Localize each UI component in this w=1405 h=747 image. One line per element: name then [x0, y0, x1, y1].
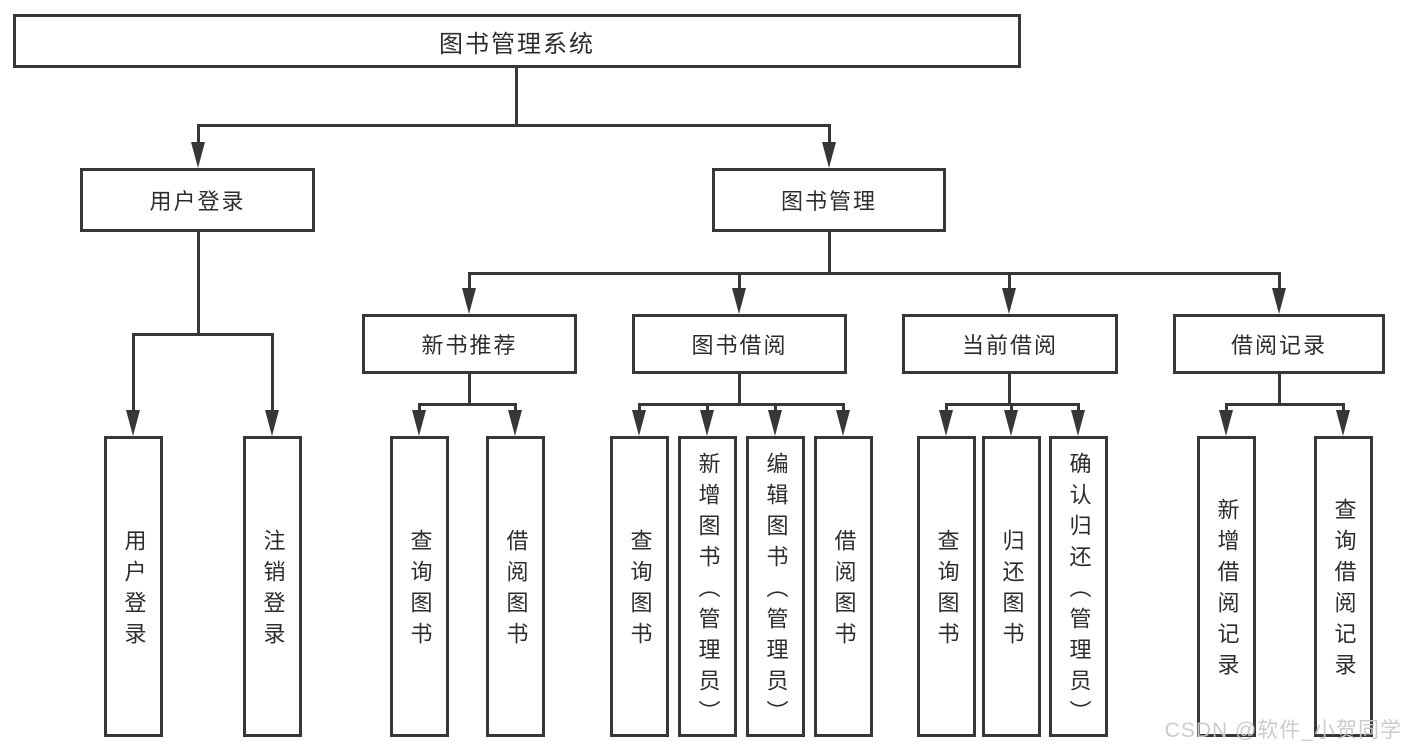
connector-drop-user-login	[197, 124, 200, 146]
csdn-watermark: CSDN @软件_小贺同学	[1164, 719, 1402, 742]
node-leaf-logout-label: 注销登录	[260, 529, 286, 653]
node-leaf-bb-add-books-admin: 新增图书（管理员）	[678, 436, 737, 737]
node-leaf-cl-query-books-label: 查询图书	[934, 529, 960, 653]
node-book-management: 图书管理	[712, 168, 946, 232]
node-leaf-nb-borrow-books-label: 借阅图书	[503, 529, 529, 653]
connector-new-books-rail	[418, 403, 517, 406]
connector-drop-cl-return	[1010, 403, 1013, 413]
connector-drop-borrowing	[738, 272, 741, 292]
node-leaf-cl-return-books-label: 归还图书	[999, 529, 1025, 653]
arrowhead-bb-borrow	[836, 410, 850, 436]
arrowhead-book-mgmt	[822, 142, 836, 168]
node-book-management-label: 图书管理	[780, 189, 877, 214]
arrowhead-cl-confirm	[1071, 410, 1085, 436]
node-leaf-nb-query-books: 查询图书	[390, 436, 449, 737]
node-new-book-recommend: 新书推荐	[362, 314, 577, 374]
arrowhead-user-login	[191, 142, 205, 168]
arrowhead-cl-return	[1004, 410, 1018, 436]
connector-drop-bb-edit	[774, 403, 777, 413]
arrowhead-bb-query	[632, 410, 646, 436]
connector-current-drop	[1008, 374, 1011, 405]
connector-drop-bb-add	[706, 403, 709, 413]
node-leaf-cl-confirm-return-admin: 确认归还（管理员）	[1049, 436, 1108, 737]
connector-user-login-rail	[133, 333, 274, 336]
node-leaf-nb-borrow-books: 借阅图书	[486, 436, 545, 737]
arrowhead-bb-add	[700, 410, 714, 436]
connector-drop-bb-query	[638, 403, 641, 413]
node-leaf-lr-query-record-label: 查询借阅记录	[1331, 498, 1357, 684]
node-leaf-bb-edit-books-admin-label: 编辑图书（管理员）	[763, 451, 789, 731]
node-book-borrowing-label: 图书借阅	[691, 333, 788, 358]
connector-records-rail	[1225, 403, 1345, 406]
connector-drop-nb-query	[418, 403, 421, 413]
node-leaf-nb-query-books-label: 查询图书	[407, 529, 433, 653]
node-current-loans-label: 当前借阅	[961, 333, 1058, 358]
connector-level2-rail	[197, 124, 831, 127]
node-leaf-cl-query-books: 查询图书	[917, 436, 976, 737]
node-user-login-label: 用户登录	[149, 189, 246, 214]
arrowhead-bb-edit	[768, 410, 782, 436]
connector-level3-rail	[468, 272, 1281, 275]
connector-borrowing-rail	[638, 403, 845, 406]
node-leaf-bb-query-books: 查询图书	[610, 436, 669, 737]
connector-drop-cl-query	[945, 403, 948, 413]
node-user-login: 用户登录	[80, 168, 315, 232]
connector-drop-loan-records	[1278, 272, 1281, 292]
arrowhead-nb-query	[412, 410, 426, 436]
connector-drop-leaf-logout	[271, 333, 274, 413]
node-leaf-user-login: 用户登录	[104, 436, 163, 737]
arrowhead-borrowing	[732, 288, 746, 314]
node-book-borrowing: 图书借阅	[632, 314, 847, 374]
arrowhead-leaf-logout	[265, 410, 279, 436]
connector-root-drop	[515, 68, 518, 126]
connector-drop-bb-borrow	[842, 403, 845, 413]
arrowhead-new-books	[462, 288, 476, 314]
node-loan-records-label: 借阅记录	[1230, 333, 1327, 358]
connector-drop-leaf-login	[132, 333, 135, 413]
node-leaf-bb-add-books-admin-label: 新增图书（管理员）	[695, 451, 721, 731]
node-leaf-lr-query-record: 查询借阅记录	[1314, 436, 1373, 737]
node-leaf-bb-borrow-books-label: 借阅图书	[831, 529, 857, 653]
connector-drop-nb-borrow	[514, 403, 517, 413]
connector-book-mgmt-drop	[828, 232, 831, 274]
node-leaf-cl-confirm-return-admin-label: 确认归还（管理员）	[1066, 451, 1092, 731]
node-leaf-user-login-label: 用户登录	[121, 529, 147, 653]
connector-new-books-drop	[468, 374, 471, 405]
node-leaf-logout: 注销登录	[243, 436, 302, 737]
connector-records-drop	[1278, 374, 1281, 405]
connector-drop-lr-add	[1225, 403, 1228, 413]
connector-drop-lr-query	[1342, 403, 1345, 413]
arrowhead-lr-add	[1219, 410, 1233, 436]
node-leaf-lr-add-record: 新增借阅记录	[1197, 436, 1256, 737]
node-leaf-lr-add-record-label: 新增借阅记录	[1214, 498, 1240, 684]
arrowhead-lr-query	[1336, 410, 1350, 436]
node-current-loans: 当前借阅	[902, 314, 1118, 374]
node-leaf-cl-return-books: 归还图书	[982, 436, 1041, 737]
node-leaf-bb-borrow-books: 借阅图书	[814, 436, 873, 737]
arrowhead-nb-borrow	[508, 410, 522, 436]
node-root: 图书管理系统	[13, 14, 1021, 68]
arrowhead-current-loans	[1002, 288, 1016, 314]
node-new-book-recommend-label: 新书推荐	[421, 333, 518, 358]
connector-drop-current-loans	[1008, 272, 1011, 292]
connector-user-login-drop	[197, 232, 200, 335]
arrowhead-cl-query	[939, 410, 953, 436]
arrowhead-loan-records	[1272, 288, 1286, 314]
connector-drop-new-books	[468, 272, 471, 292]
arrowhead-leaf-login	[126, 410, 140, 436]
node-root-label: 图书管理系统	[439, 30, 595, 58]
connector-drop-cl-confirm	[1077, 403, 1080, 413]
node-leaf-bb-edit-books-admin: 编辑图书（管理员）	[746, 436, 805, 737]
node-leaf-bb-query-books-label: 查询图书	[627, 529, 653, 653]
connector-drop-book-mgmt	[828, 124, 831, 146]
node-loan-records: 借阅记录	[1173, 314, 1385, 374]
connector-borrowing-drop	[738, 374, 741, 405]
